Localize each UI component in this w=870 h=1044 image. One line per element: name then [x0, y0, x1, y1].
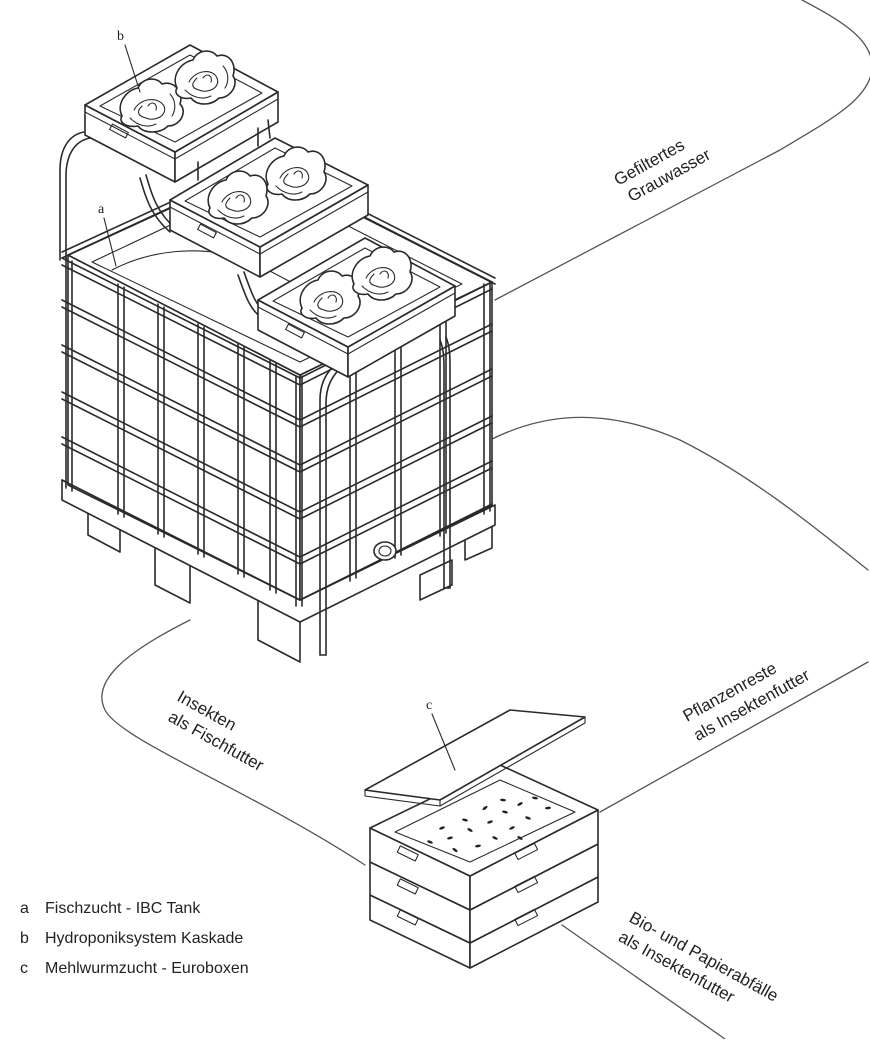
tank-outlet-valve: [374, 542, 396, 560]
pipe-left-inner: [66, 138, 90, 260]
legend-item-b: b Hydroponiksystem Kaskade: [20, 930, 243, 947]
legend-letter-c: c: [20, 960, 28, 977]
flow-label-grauwasser: Gefiltertes Grauwasser: [611, 126, 714, 208]
flow-line-pflanzenreste: [490, 417, 868, 570]
flow-label-bioabfall: Bio- und Papierabfälle als Insektenfutte…: [615, 908, 781, 1025]
legend-label-c: Mehlwurmzucht - Euroboxen: [45, 960, 249, 977]
marker-b: b: [117, 29, 124, 44]
marker-a: a: [98, 202, 105, 217]
legend-letter-a: a: [20, 900, 29, 917]
legend-letter-b: b: [20, 930, 29, 947]
legend: a Fischzucht - IBC Tank b Hydroponiksyst…: [20, 900, 249, 977]
legend-item-c: c Mehlwurmzucht - Euroboxen: [20, 960, 249, 977]
marker-c: c: [426, 698, 432, 713]
legend-label-b: Hydroponiksystem Kaskade: [45, 930, 243, 947]
legend-item-a: a Fischzucht - IBC Tank: [20, 900, 201, 917]
pallet-foot-right: [420, 560, 452, 600]
euroboxes: [365, 710, 598, 968]
legend-label-a: Fischzucht - IBC Tank: [45, 900, 201, 917]
